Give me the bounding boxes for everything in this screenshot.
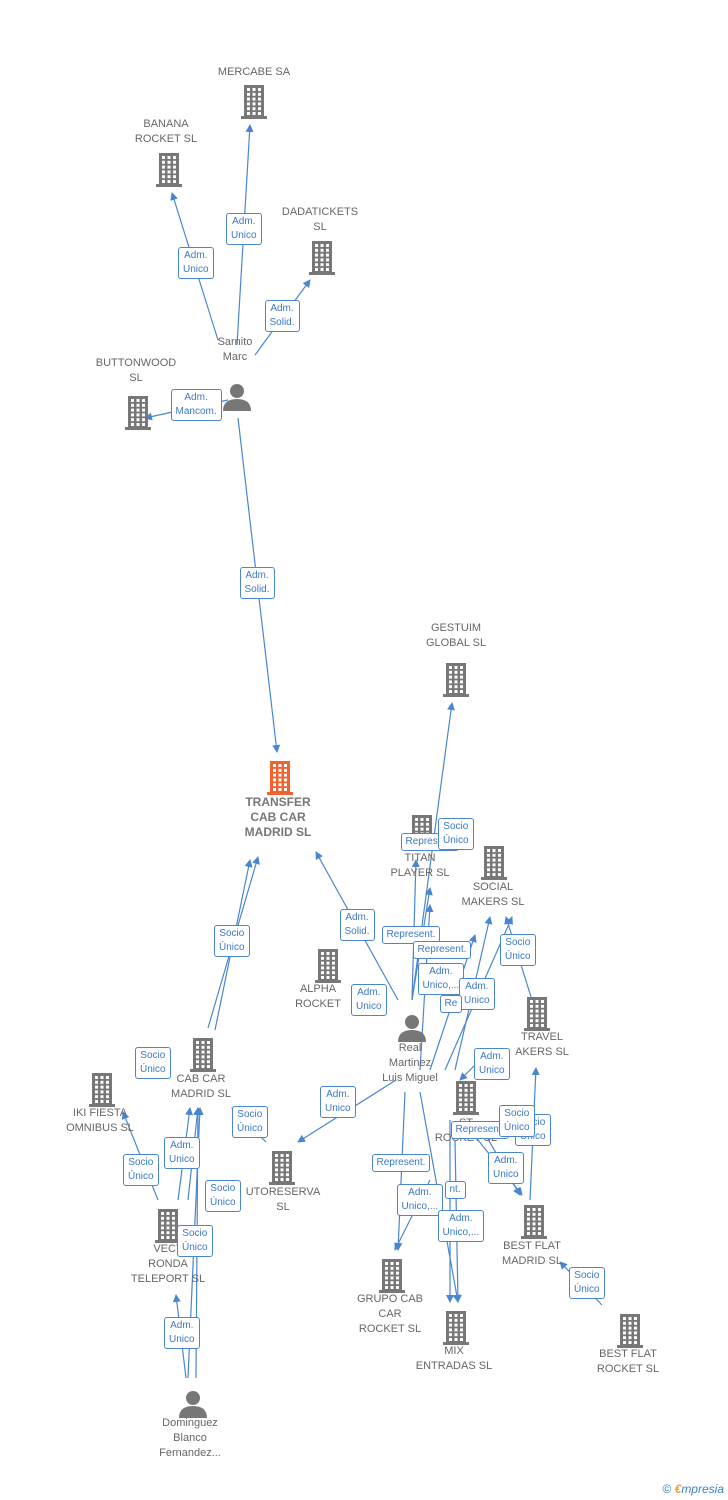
relation-label-17[interactable]: Adm. Unico [164,1137,200,1169]
iki-building-icon[interactable] [89,1073,115,1107]
bestflatrocket-building-icon[interactable] [617,1314,643,1348]
node-label-sarnito[interactable]: Sarnito Marc [217,336,253,363]
relation-label-21[interactable]: Socio Único [177,1225,213,1257]
node-label-buttonwood[interactable]: BUTTONWOOD SL [95,357,177,384]
relation-label-32[interactable]: Socio Único [438,818,474,850]
vector-building-icon[interactable] [155,1209,181,1243]
sarnito-person-icon[interactable] [223,384,251,411]
street-building-icon[interactable] [453,1081,479,1115]
autoreserva-building-icon[interactable] [269,1151,295,1185]
relation-label-1[interactable]: Adm. Unico [178,247,214,279]
bestflatmadrid-building-icon[interactable] [521,1205,547,1239]
node-label-social[interactable]: SOCIAL MAKERS SL [461,881,525,908]
relation-label-16[interactable]: Socio Único [123,1154,159,1186]
node-label-bestflatmadrid[interactable]: BEST FLAT MADRID SL [502,1240,562,1267]
brand-name: mpresia [681,1482,724,1496]
relation-label-3[interactable]: Adm. Mancom. [170,389,222,421]
relation-label-5[interactable]: Socio Único [214,925,250,957]
relation-label-22[interactable]: Adm. Unico [164,1317,200,1349]
relation-label-14[interactable]: Re [439,995,463,1013]
relation-label-15[interactable]: Adm. Unico [320,1086,356,1118]
banana-building-icon[interactable] [156,153,182,187]
node-label-banana[interactable]: BANANA ROCKET SL [134,118,198,145]
relation-label-20[interactable]: Represent. [371,1154,431,1172]
social-building-icon[interactable] [481,846,507,880]
relation-label-7[interactable]: Represent. [381,926,441,944]
buttonwood-building-icon[interactable] [125,396,151,430]
empresia-brand: © €mpresia [662,1482,724,1496]
node-label-vector[interactable]: VECT RONDA TELEPORT SL [130,1243,206,1285]
brand-initial: € [674,1482,682,1496]
transfer-building-icon[interactable] [267,761,293,795]
relation-label-30[interactable]: Adm. Unico,... [396,1184,444,1216]
node-label-grupo[interactable]: GRUPO CAB CAR ROCKET SL [356,1293,423,1335]
node-label-gestuim[interactable]: GESTUIM GLOBAL SL [425,622,487,649]
relation-label-26[interactable]: Socio Único [569,1267,605,1299]
relation-label-9[interactable]: Adm. Solid. [339,909,375,941]
relation-label-33[interactable]: Socio Único [499,1105,535,1137]
dadatickets-building-icon[interactable] [309,241,335,275]
relation-label-27[interactable]: Adm. Unico [488,1152,524,1184]
relation-label-28[interactable]: Adm. Unico [474,1048,510,1080]
node-label-transfer[interactable]: TRANSFER CAB CAR MADRID SL [244,795,312,839]
node-label-titan[interactable]: TITAN PLAYER SL [390,852,450,879]
real-person-icon[interactable] [398,1015,426,1042]
relation-label-4[interactable]: Adm. Solid. [239,567,275,599]
relation-label-0[interactable]: Adm. Unico [226,213,262,245]
relation-label-25[interactable]: Represent. [450,1121,510,1139]
node-label-real[interactable]: Real Martinez Luis Miguel [382,1042,438,1084]
relation-label-2[interactable]: Adm. Solid. [264,300,300,332]
relation-label-23[interactable]: Socio Único [205,1180,241,1212]
node-label-iki[interactable]: IKI FIESTA OMNIBUS SL [66,1107,134,1134]
relation-label-29[interactable]: nt. [444,1181,466,1199]
dominguez-person-icon[interactable] [179,1391,207,1418]
relation-label-13[interactable]: Socio Único [500,934,536,966]
mix-building-icon[interactable] [443,1311,469,1345]
cabcar-building-icon[interactable] [190,1038,216,1072]
node-label-alpha[interactable]: ALPHA ROCKET [295,983,341,1010]
node-label-mix[interactable]: MIX ENTRADAS SL [415,1345,493,1372]
relation-label-8[interactable]: Represent. [412,941,472,959]
relation-label-18[interactable]: Socio Único [232,1106,268,1138]
copyright-symbol: © [662,1482,672,1496]
relation-label-19[interactable]: Socio Único [135,1047,171,1079]
alpha-building-icon[interactable] [315,949,341,983]
grupo-building-icon[interactable] [379,1259,405,1293]
travel-building-icon[interactable] [524,997,550,1031]
node-label-bestflatrocket[interactable]: BEST FLAT ROCKET SL [596,1348,660,1375]
mercabe-building-icon[interactable] [241,85,267,119]
node-label-travel[interactable]: TRAVEL AKERS SL [515,1031,569,1058]
node-label-dadatickets[interactable]: DADATICKETS SL [281,206,359,233]
relation-label-10[interactable]: Adm. Unico [351,984,387,1016]
node-label-cabcar[interactable]: CAB CAR MADRID SL [171,1073,231,1100]
relation-label-31[interactable]: Adm. Unico,... [437,1210,485,1242]
node-label-autoreserva[interactable]: UTORESERVA SL [245,1186,321,1213]
node-label-mercabe[interactable]: MERCABE SA [217,66,291,78]
relation-label-11[interactable]: Adm. Unico,... [417,963,465,995]
gestuim-building-icon[interactable] [443,663,469,697]
node-label-dominguez[interactable]: Dominguez Blanco Fernandez... [159,1417,221,1459]
relation-label-12[interactable]: Adm. Unico [459,978,495,1010]
